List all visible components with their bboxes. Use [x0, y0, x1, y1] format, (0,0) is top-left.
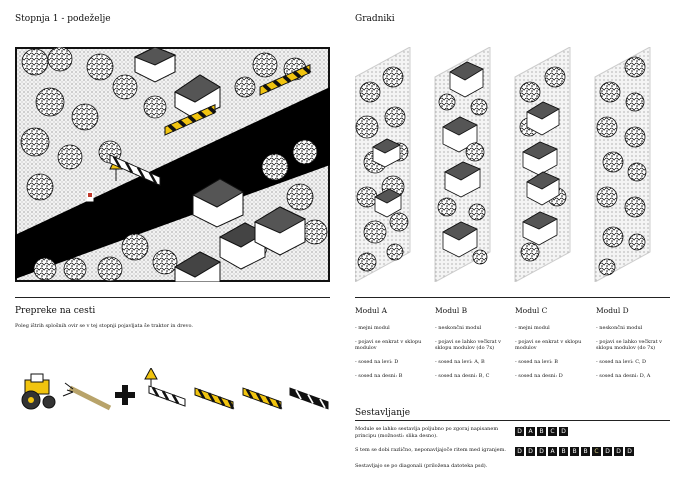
tractor-icon [21, 373, 56, 410]
module-c: Modul C - mejni modul - pojavi se enkrat… [515, 306, 587, 387]
plus-icon [115, 385, 135, 405]
module-d-strip [594, 47, 651, 282]
assembly-sequence-2: D D D A B B B C D D D [515, 447, 634, 456]
sequence-cell: B [537, 427, 546, 436]
module-c-strip [514, 47, 571, 282]
module-a-item: - mejni modul [355, 325, 390, 331]
module-c-title: Modul C [515, 306, 548, 315]
assembly-sequence-1: D A B C D [515, 427, 568, 436]
sequence-cell: D [537, 447, 546, 456]
module-b-item: - pojavi se lahko večkrat v sklopu modul… [435, 339, 501, 351]
sequence-cell: C [592, 447, 601, 456]
module-d-item: - pojavi se lahko večkrat v sklopu modul… [596, 339, 662, 351]
sequence-cell: D [526, 447, 535, 456]
module-b-title: Modul B [435, 306, 468, 315]
module-b-item: - sosed na desni: B, C [435, 373, 490, 379]
game-scene-illustration [15, 47, 330, 282]
sequence-cell: B [570, 447, 579, 456]
module-a: Modul A - mejni modul - pojavi se enkrat… [355, 306, 427, 387]
module-strips [355, 47, 670, 282]
module-d-item: - sosed na levi: C, D [596, 359, 647, 365]
barrier-yellow-2-icon [242, 387, 283, 410]
sequence-cell: D [515, 447, 524, 456]
tree-icon [62, 382, 112, 411]
barrier-sign-icon [144, 368, 186, 407]
assembly-desc-1: Module se lahko sestavlja poljubno po zg… [355, 426, 499, 439]
module-d-item: - neskončni modul [596, 325, 643, 331]
assembly-desc-3: Sestavljajo se po diagonali (priložena d… [355, 463, 488, 469]
sequence-cell: B [581, 447, 590, 456]
obstacles-title: Prepreke na cesti [15, 306, 96, 316]
sequence-cell: D [515, 427, 524, 436]
building-blocks-title: Gradniki [355, 14, 395, 24]
module-a-item: - sosed na desni: B [355, 373, 403, 379]
sequence-cell: A [526, 427, 535, 436]
module-b-item: - neskončni modul [435, 325, 482, 331]
sequence-cell: D [603, 447, 612, 456]
assembly-desc-2: S tem se dobi različno, neponavljajoče r… [355, 447, 506, 453]
sequence-cell: B [559, 447, 568, 456]
divider-right [355, 297, 670, 298]
barrier-black-icon [289, 387, 329, 410]
module-d-item: - sosed na desni: D, A [596, 373, 651, 379]
barrier-yellow-1-icon [194, 387, 235, 410]
module-b-strip [434, 47, 491, 282]
module-a-title: Modul A [355, 306, 388, 315]
module-d: Modul D - neskončni modul - pojavi se la… [596, 306, 674, 387]
sequence-cell: C [548, 427, 557, 436]
sequence-cell: D [614, 447, 623, 456]
module-a-strip [355, 47, 411, 282]
assembly-title: Sestavljanje [355, 408, 411, 418]
module-a-item: - pojavi se enkrat v sklopu modulov [355, 339, 422, 351]
module-a-item: - sosed na levi: D [355, 359, 399, 365]
module-c-item: - mejni modul [515, 325, 550, 331]
divider-assembly [355, 420, 670, 421]
obstacles-description: Poleg ištrih splošnih ovir se v tej stop… [15, 323, 193, 329]
module-d-title: Modul D [596, 306, 629, 315]
divider-left [15, 297, 330, 298]
sequence-cell: A [548, 447, 557, 456]
module-b-item: - sosed na levi: A, B [435, 359, 485, 365]
module-c-item: - sosed na desni: D [515, 373, 563, 379]
module-b: Modul B - neskončni modul - pojavi se la… [435, 306, 510, 387]
module-c-item: - pojavi se enkrat v sklopu modulov [515, 339, 582, 351]
stage-title: Stopnja 1 - podeželje [15, 14, 111, 24]
obstacles-row [15, 368, 330, 418]
sequence-cell: D [625, 447, 634, 456]
module-c-item: - sosed na levi: B [515, 359, 558, 365]
sequence-cell: D [559, 427, 568, 436]
